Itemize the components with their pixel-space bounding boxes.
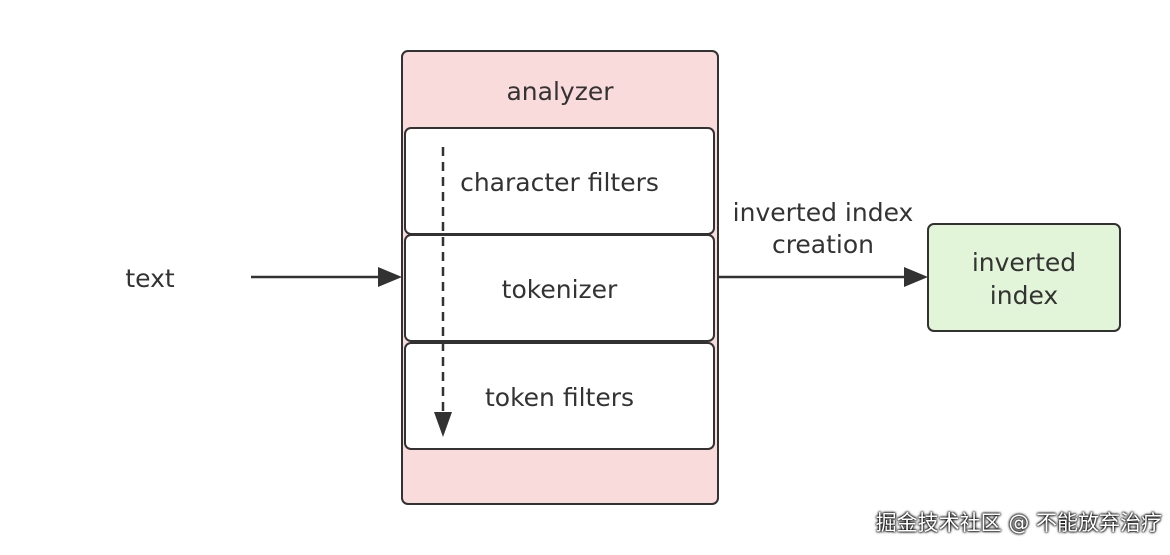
input-text-label: text [125, 264, 175, 293]
stage-character-filters [404, 127, 715, 235]
stage-label-token-filters: token filters [484, 383, 635, 412]
stage-label-character-filters: character filters [460, 168, 659, 197]
inverted-index-box [927, 223, 1121, 332]
output-arrow-head [904, 267, 928, 287]
inverted-index-label-line2: index [989, 281, 1059, 310]
arrow-label-line2: creation [771, 230, 875, 259]
inverted-index-label-line1: inverted [971, 248, 1077, 277]
stage-tokenizer [404, 234, 715, 342]
analyzer-title: analyzer [506, 77, 614, 106]
stage-token-filters [404, 342, 715, 450]
input-arrow-head [378, 267, 402, 287]
watermark: 掘金技术社区 @ 不能放弃治疗 [875, 511, 1162, 535]
arrow-label-line1: inverted index [732, 198, 914, 227]
processing-flow-arrow-head [434, 412, 452, 437]
stage-label-tokenizer: tokenizer [501, 275, 618, 304]
